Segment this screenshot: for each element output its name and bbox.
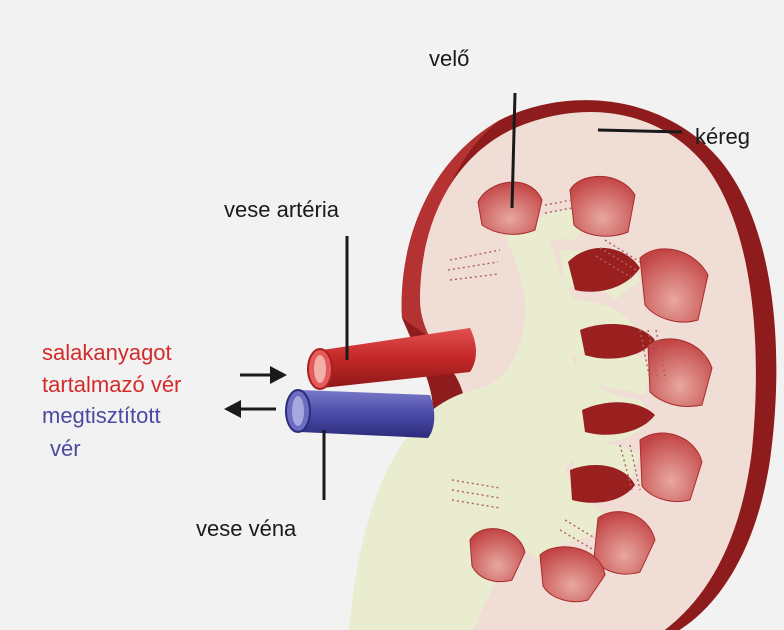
- tubule-dots: [447, 199, 667, 551]
- pyramid: [539, 546, 606, 603]
- renal-pelvis: [348, 222, 649, 630]
- arrow-out-icon: [224, 400, 276, 418]
- label-clean-blood-1: megtisztított: [42, 403, 161, 428]
- pyramid: [639, 432, 703, 502]
- renal-vein: [285, 389, 435, 438]
- leader-velo: [510, 92, 517, 209]
- label-dirty-blood-1: salakanyagot: [42, 340, 172, 365]
- renal-pyramids: [469, 175, 713, 603]
- label-dirty-blood-2: tartalmazó vér: [42, 372, 182, 397]
- pyramid: [477, 181, 543, 235]
- label-vein: vese véna: [196, 516, 297, 541]
- label-velo: velő: [429, 46, 470, 71]
- pyramid: [469, 528, 526, 583]
- pyramid: [647, 338, 713, 407]
- pyramid: [569, 175, 636, 237]
- pyramid: [639, 248, 709, 323]
- arrow-in-icon: [240, 366, 287, 384]
- renal-columns: [568, 247, 655, 503]
- renal-artery: [307, 328, 476, 390]
- label-artery: vese artéria: [224, 197, 339, 222]
- label-kereg: kéreg: [695, 124, 751, 149]
- leader-lines: [322, 92, 683, 500]
- label-clean-blood-2: vér: [50, 436, 81, 461]
- leader-kereg: [597, 128, 683, 134]
